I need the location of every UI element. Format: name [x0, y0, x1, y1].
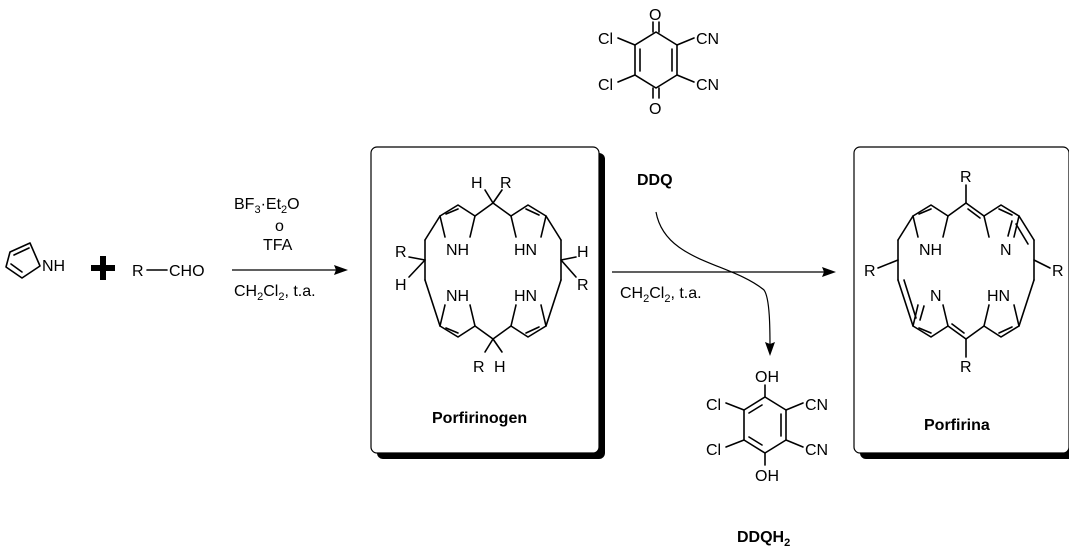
porphyrinogen-h-left: H: [395, 277, 407, 294]
pyrrole-structure: NH: [5, 242, 65, 279]
ddq-o-bottom: O: [649, 101, 661, 118]
ddq-name: DDQ: [637, 172, 673, 189]
step2-arrow: [612, 211, 836, 356]
porphyrin-r-bottom: R: [960, 359, 972, 376]
porphyrinogen-hn-top: HN: [514, 242, 537, 259]
porphyrinogen-hn-bottom: HN: [514, 288, 537, 305]
porphyrin-structure: R R R R NH N N HN Porfirina: [864, 169, 1064, 434]
porphyrinogen-box: [370, 146, 605, 459]
ddqh2-cl-bottom: Cl: [706, 442, 721, 459]
ddqh2-cl-top: Cl: [706, 397, 721, 414]
ddq-cl-bottom: Cl: [598, 77, 613, 94]
porphyrinogen-r-top: R: [500, 175, 512, 192]
porphyrin-r-right: R: [1052, 263, 1064, 280]
porphyrinogen-structure: H R R H H R R H NH HN NH HN Porfirinogen: [395, 175, 589, 427]
porphyrin-n-top: N: [1000, 242, 1012, 259]
ddqh2-cn-bottom: CN: [805, 442, 828, 459]
porphyrin-n-bottom: N: [930, 288, 942, 305]
ddqh2-structure: OH OH Cl Cl CN CN DDQH2: [706, 369, 828, 549]
aldehyde-structure: R CHO: [132, 263, 205, 280]
plus-sign: [91, 256, 115, 280]
ddqh2-name: DDQH2: [737, 529, 790, 549]
porphyrin-name: Porfirina: [924, 417, 990, 434]
porphyrin-hn: HN: [987, 288, 1010, 305]
step1-conditions: BF3·Et2O o TFA CH2Cl2, t.a.: [234, 196, 316, 303]
porphyrin-box: [853, 146, 1069, 459]
porphyrinogen-h-top: H: [471, 175, 483, 192]
porphyrin-nh: NH: [919, 242, 942, 259]
porphyrinogen-r-left: R: [395, 244, 407, 261]
or-label: o: [275, 218, 284, 235]
porphyrin-r-top: R: [960, 169, 972, 186]
porphyrinogen-h-right: H: [577, 244, 589, 261]
ddq-o-top: O: [649, 7, 661, 24]
porphyrinogen-nh-bottom: NH: [446, 288, 469, 305]
ddqh2-cn-top: CN: [805, 397, 828, 414]
porphyrinogen-r-bottom: R: [473, 359, 485, 376]
catalyst-bf3-label: BF3·Et2O: [234, 196, 300, 216]
porphyrinogen-h-bottom: H: [494, 359, 506, 376]
ddqh2-oh-top: OH: [755, 369, 779, 386]
porphyrinogen-nh-top: NH: [446, 242, 469, 259]
aldehyde-cho-label: CHO: [169, 263, 205, 280]
aldehyde-r-label: R: [132, 263, 144, 280]
porphyrinogen-r-right: R: [577, 277, 589, 294]
step1-arrow: [232, 265, 348, 275]
step2-conditions: CH2Cl2, t.a.: [620, 285, 702, 305]
ddqh2-oh-bottom: OH: [755, 468, 779, 485]
ddq-cl-top: Cl: [598, 31, 613, 48]
ddq-structure: O O Cl Cl CN CN DDQ: [598, 7, 719, 189]
pyrrole-nh-label: NH: [42, 258, 65, 275]
step2-solvent-label: CH2Cl2, t.a.: [620, 285, 702, 305]
catalyst-tfa-label: TFA: [263, 237, 293, 254]
ddq-cn-top: CN: [696, 31, 719, 48]
step1-solvent-label: CH2Cl2, t.a.: [234, 283, 316, 303]
porphyrinogen-name: Porfirinogen: [432, 410, 527, 427]
porphyrin-r-left: R: [864, 263, 876, 280]
ddq-cn-bottom: CN: [696, 77, 719, 94]
